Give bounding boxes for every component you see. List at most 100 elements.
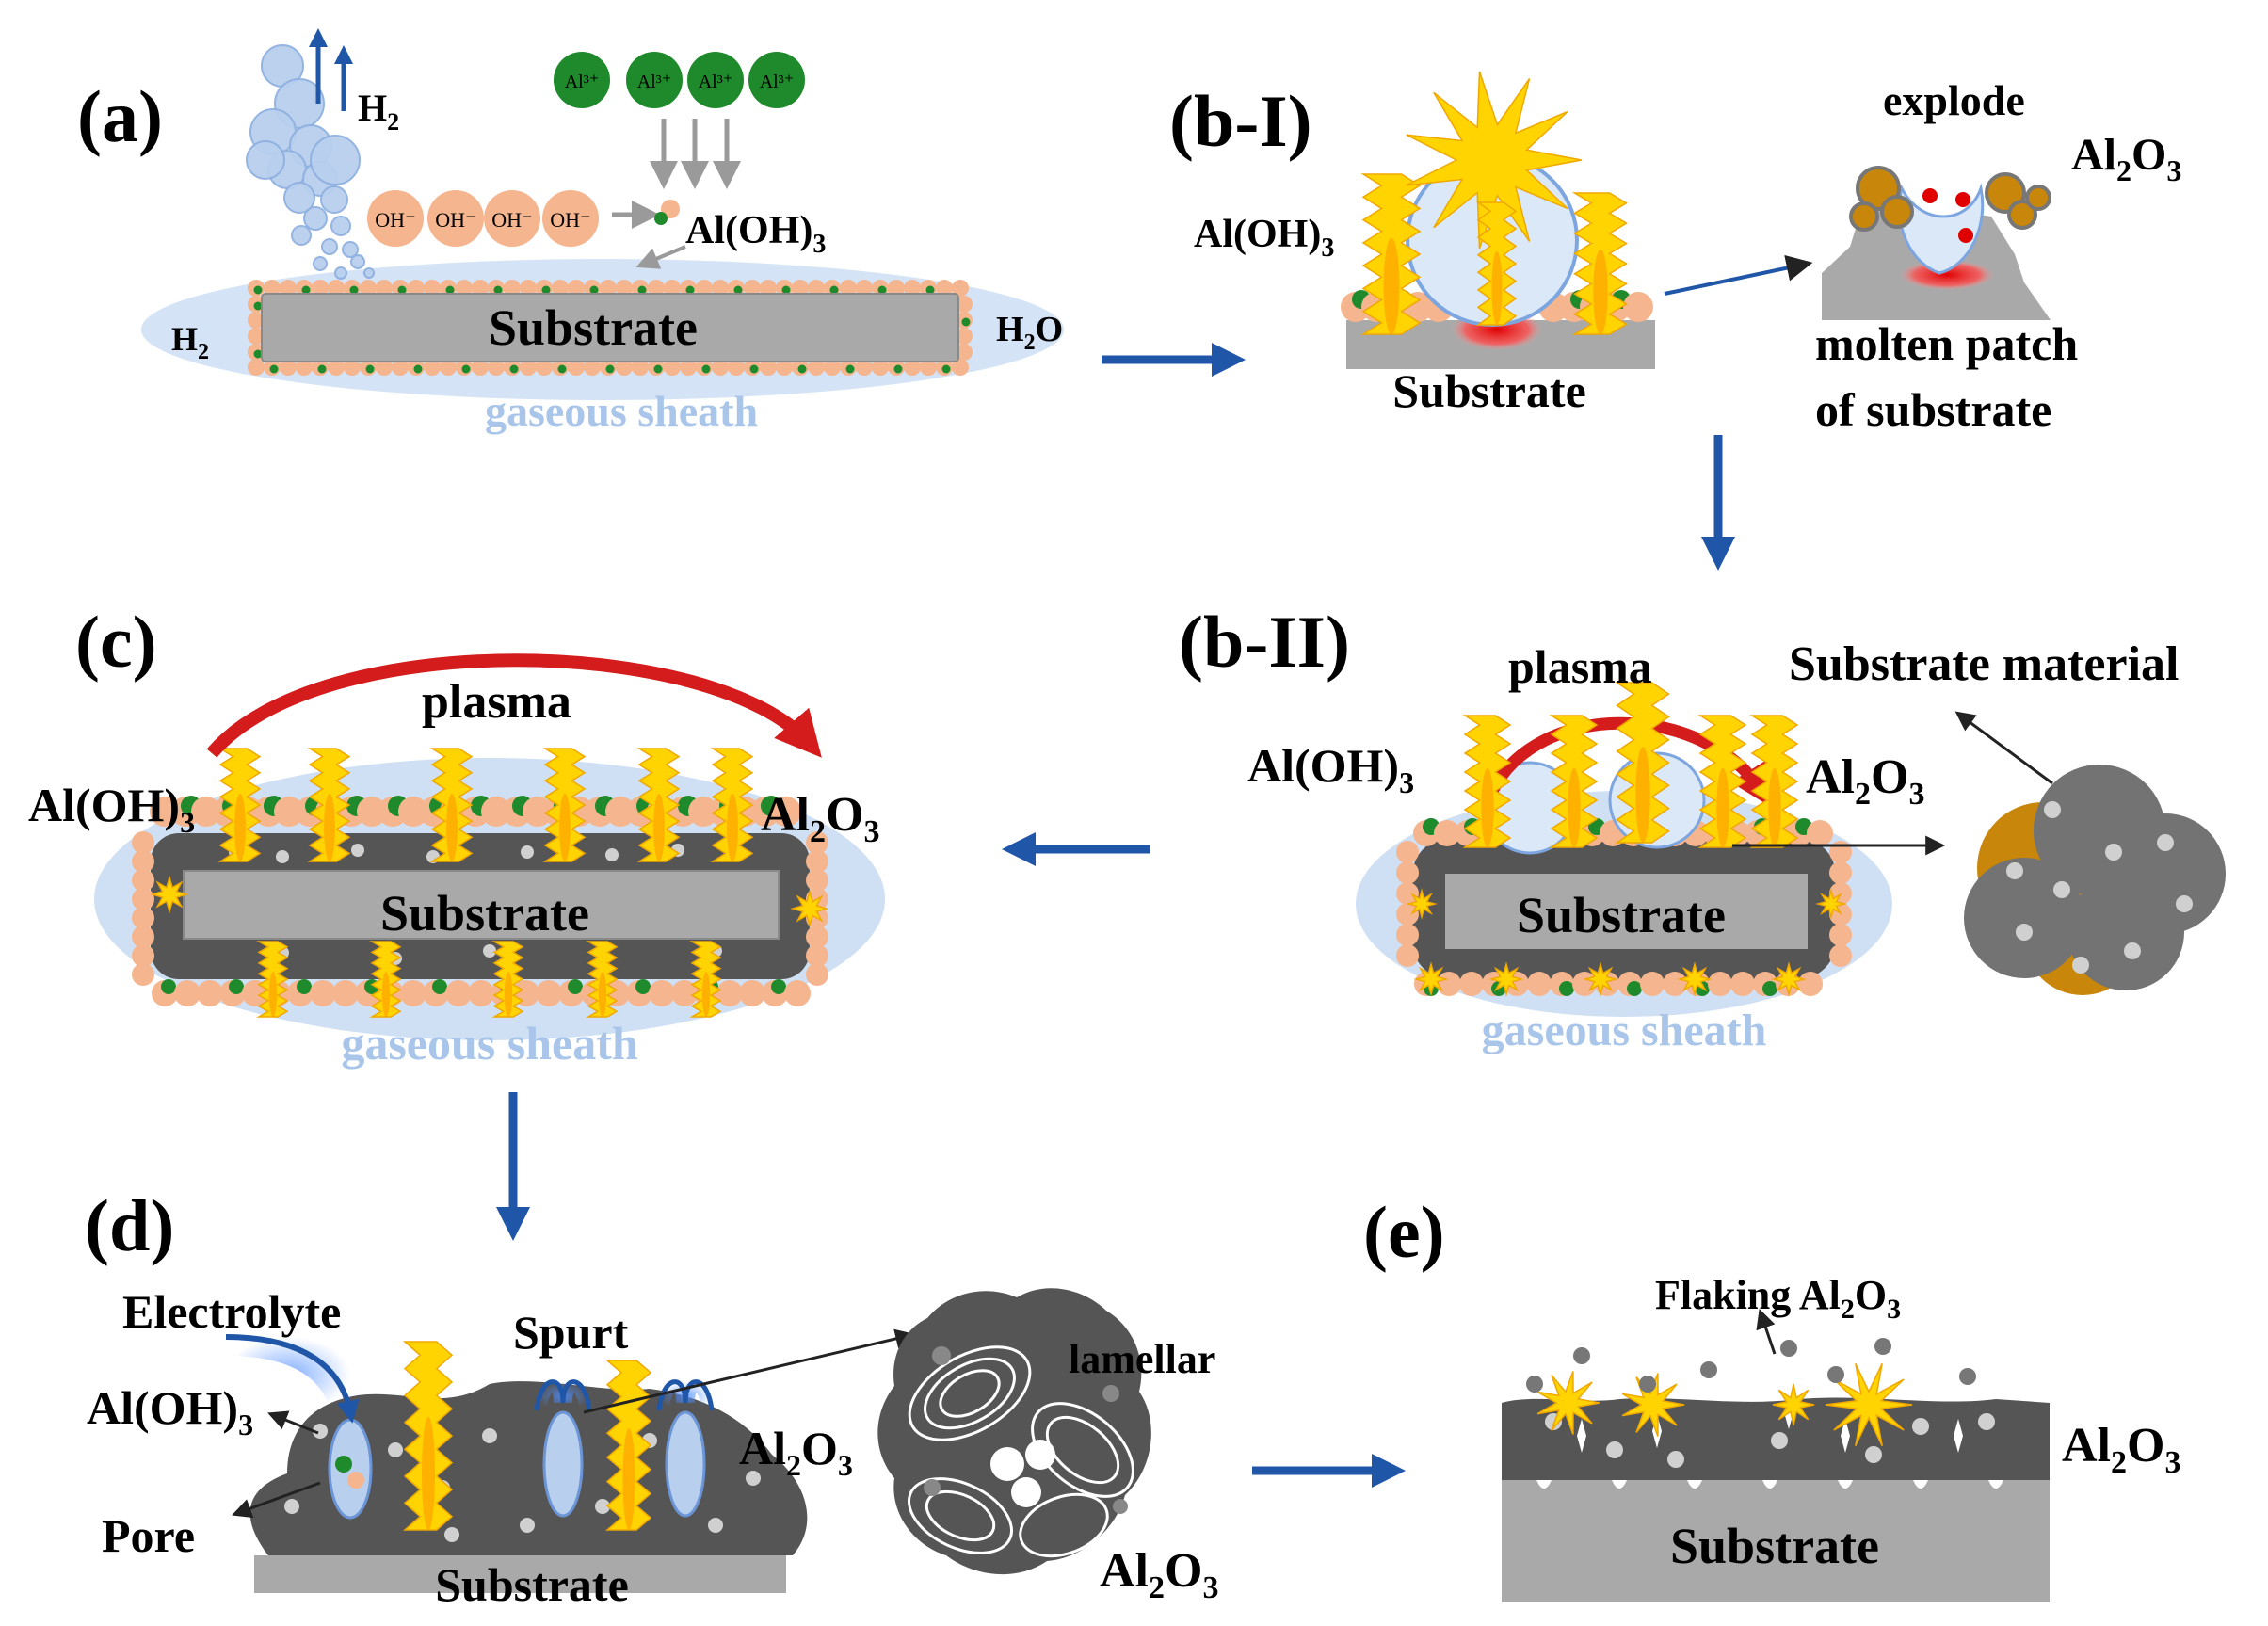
- oh-ion: [468, 980, 494, 1006]
- pore-dot: [276, 850, 289, 863]
- al-ion: [1559, 981, 1574, 996]
- oh-ion: [376, 280, 393, 297]
- oxide-particle: [1880, 195, 1914, 229]
- pore-dot: [521, 845, 534, 859]
- flake-particle: [1639, 1376, 1656, 1393]
- oh-ion: [856, 280, 873, 297]
- al-ion: [253, 349, 263, 359]
- oh-ion: [332, 980, 359, 1006]
- al-ion: [317, 364, 327, 374]
- substrate-label: Substrate: [489, 299, 698, 356]
- spark-core: [559, 794, 571, 861]
- ion-coating: [248, 280, 973, 376]
- pore-dot: [924, 1479, 941, 1496]
- oh-ion: [536, 980, 562, 1006]
- molten-droplet: [1955, 192, 1970, 207]
- spark-icon: [1536, 1371, 1600, 1435]
- oh-ion: [427, 190, 484, 247]
- lamella: [1045, 1415, 1120, 1485]
- oh-ion: [568, 280, 585, 297]
- spurt-label: Spurt: [513, 1306, 629, 1359]
- al-ion: [161, 979, 176, 994]
- lamella: [1019, 1492, 1109, 1558]
- al-ion: [413, 364, 423, 374]
- bubble-icon: [246, 140, 285, 180]
- c-al2o3-label: Al2O3: [761, 788, 879, 849]
- oh-ion: [310, 980, 336, 1006]
- panel-c-tag: (c): [75, 601, 157, 683]
- panel-e: (e) Flaking Al2O3 Al2O3 Substrate: [1363, 1191, 2180, 1602]
- al-ion: [397, 285, 407, 295]
- b1-aloh3-label: Al(OH)3: [1194, 213, 1334, 263]
- interface-pore: [1913, 1480, 1928, 1489]
- al-ion: [941, 364, 951, 374]
- plasma-arc-icon: [206, 653, 822, 758]
- al-ion: [554, 52, 610, 108]
- spark-core: [234, 794, 246, 861]
- oh-ion: [1437, 972, 1461, 996]
- al-ion: [654, 212, 668, 225]
- pore-dot: [605, 848, 619, 861]
- al-ion: [557, 364, 567, 374]
- oh-ion: [408, 280, 425, 297]
- oh-ion: [150, 797, 180, 827]
- lamella: [925, 1489, 996, 1542]
- oh-ion: [956, 328, 973, 345]
- al-ion: [445, 285, 455, 295]
- oh-ion: [132, 850, 154, 873]
- pore-dot: [388, 1442, 403, 1457]
- al-ion-row: [554, 52, 805, 108]
- interface-pore: [1762, 1480, 1777, 1489]
- lamellar-particle: [877, 1288, 1151, 1575]
- b2-aloh3-label: Al(OH)3: [1247, 739, 1414, 799]
- oh-ion: [1396, 861, 1419, 884]
- crack: [1954, 1419, 1963, 1453]
- oh-ion: [264, 280, 281, 297]
- oh-ion: [296, 359, 313, 376]
- pore-dot: [2124, 942, 2141, 959]
- oh-ion: [648, 280, 665, 297]
- pore-dot: [2053, 881, 2070, 898]
- panel-a: (a) Substrate gaseous sheath H2 Al(OH)3 …: [77, 28, 1064, 435]
- pore-dot: [1978, 1413, 1995, 1430]
- spark-core: [422, 1417, 435, 1530]
- oh-ion: [344, 359, 361, 376]
- oh-ion: [360, 280, 377, 297]
- oh-ion: [523, 797, 553, 827]
- spark-core: [504, 972, 513, 1017]
- b2-substrate-label: Substrate: [1517, 887, 1726, 943]
- oh-ion: [920, 359, 937, 376]
- pore-dot: [595, 1499, 610, 1514]
- oh-ion: [806, 963, 828, 986]
- oh-ion: [760, 359, 777, 376]
- panel-d-tag: (d): [85, 1184, 174, 1266]
- pore-dot: [351, 844, 364, 857]
- pore-dot: [482, 1428, 497, 1443]
- pore-dot: [1606, 1441, 1623, 1458]
- substrate-bar: [183, 870, 780, 940]
- lamella: [908, 1345, 1032, 1441]
- al-ion: [733, 285, 743, 295]
- pore-dot: [1771, 1432, 1788, 1449]
- c-sheath-label: gaseous sheath: [341, 1017, 638, 1070]
- oh-ion: [1396, 882, 1419, 905]
- oh-ion: [956, 296, 973, 313]
- al-ion: [1627, 981, 1642, 996]
- oh-ion: [616, 280, 633, 297]
- oh-ion: [328, 280, 345, 297]
- oh-ion: [197, 980, 223, 1006]
- void: [1011, 1477, 1041, 1507]
- pore-dot: [1865, 1446, 1882, 1463]
- oh-ion: [392, 359, 409, 376]
- spark-icon: [1406, 682, 1847, 997]
- spurt-icon: [656, 1379, 715, 1411]
- spark-core: [598, 972, 607, 1017]
- al-ion: [509, 364, 519, 374]
- oh-ion: [481, 797, 511, 827]
- oxide-particle: [2025, 185, 2051, 211]
- spark-icon: [1488, 961, 1524, 997]
- al-ion: [301, 285, 311, 295]
- oh-ion: [744, 280, 761, 297]
- oh-ion: [664, 280, 681, 297]
